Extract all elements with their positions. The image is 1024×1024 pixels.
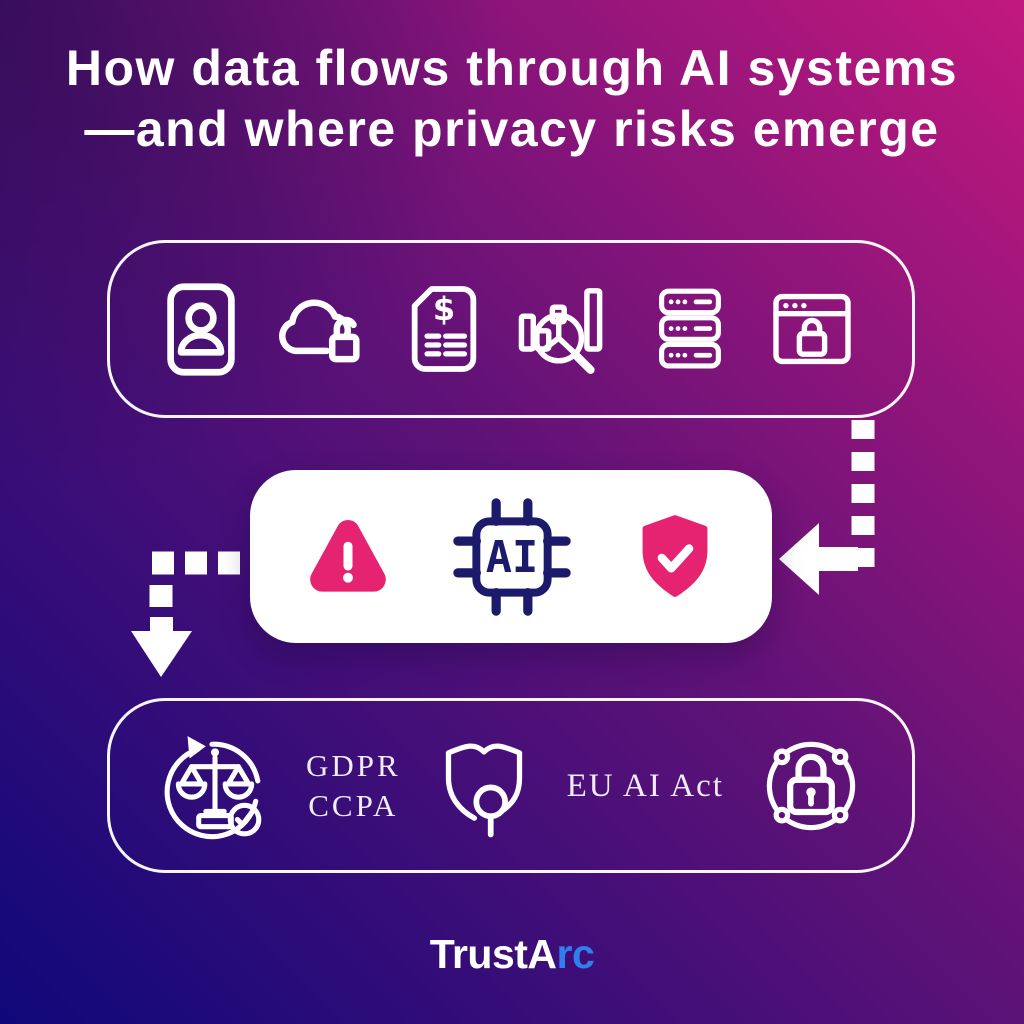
- browser-lock-icon: [772, 293, 851, 365]
- ai-processing-box: AI: [250, 470, 772, 643]
- lock-network-icon: [766, 741, 856, 830]
- arrow-down-connector: [131, 551, 240, 677]
- page-title: How data flows through AI systems —and w…: [0, 38, 1024, 160]
- arrowhead-left-icon: [779, 523, 819, 595]
- arrowhead-down-icon: [131, 631, 192, 677]
- page-title-line1: How data flows through AI systems: [65, 40, 959, 96]
- compliance-box: GDPR CCPA EU AI Act: [107, 698, 915, 873]
- dollar-symbol: $: [433, 290, 455, 328]
- trustarc-logo-white: TrustA: [429, 931, 557, 977]
- gdpr-ccpa-label: GDPR CCPA: [306, 746, 401, 826]
- shield-check-icon: [642, 514, 708, 597]
- financial-document-icon: $: [412, 286, 477, 372]
- gdpr-label: GDPR: [305, 747, 401, 783]
- ai-chip-label: AI: [486, 533, 538, 583]
- id-card-icon: [167, 282, 236, 376]
- ai-chip-icon: AI: [453, 497, 571, 616]
- trustarc-logo-blue: rc: [556, 931, 595, 977]
- shield-magnifier-icon: [445, 743, 522, 837]
- ccpa-label: CCPA: [308, 787, 399, 823]
- page-title-line2: —and where privacy risks emerge: [84, 101, 940, 157]
- server-stack-icon: [659, 288, 722, 369]
- warning-triangle-icon: [310, 519, 386, 592]
- cloud-unlock-icon: [278, 298, 360, 362]
- scales-refresh-icon: [164, 735, 262, 839]
- data-sources-box: $: [107, 240, 915, 418]
- analytics-magnifier-icon: [518, 288, 603, 374]
- eu-ai-act-label: EU AI Act: [566, 767, 724, 804]
- trustarc-logo: TrustArc: [0, 931, 1024, 978]
- arrow-right-connector: [779, 420, 875, 595]
